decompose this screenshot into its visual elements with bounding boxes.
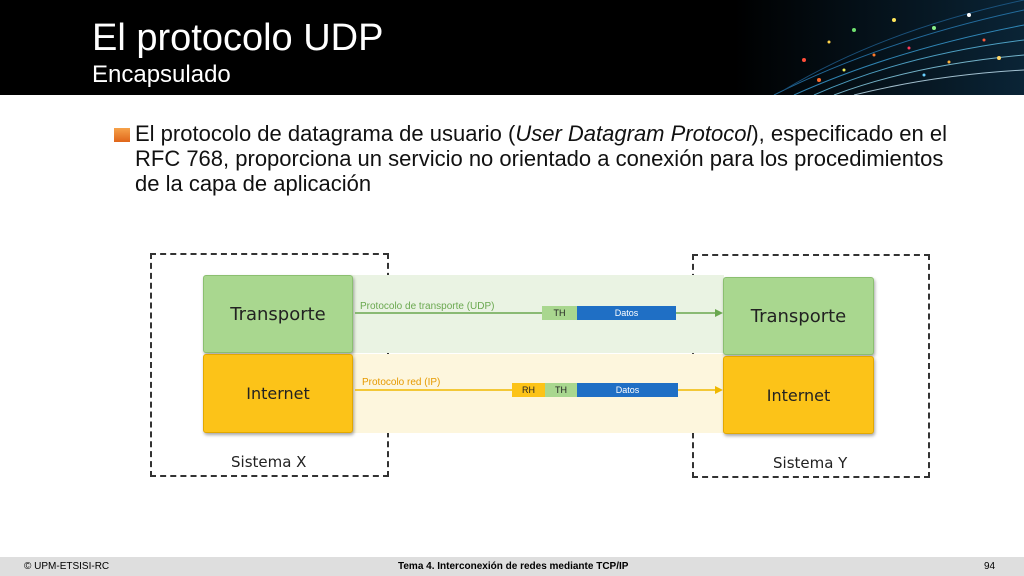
- slide-footer: © UPM-ETSISI-RC Tema 4. Interconexión de…: [0, 557, 1024, 576]
- bullet-square-icon: [114, 128, 130, 142]
- network-protocol-label: Protocolo red (IP): [362, 377, 441, 388]
- bullet-text-end: ), especificado en el RFC 768, proporcio…: [135, 121, 947, 196]
- system-y-label: Sistema Y: [773, 454, 848, 472]
- footer-page-number: 94: [984, 561, 996, 572]
- slide-subtitle: Encapsulado: [92, 61, 231, 88]
- system-y-internet-layer: Internet: [723, 356, 874, 434]
- system-x-internet-layer: Internet: [203, 354, 353, 433]
- system-x-label: Sistema X: [231, 453, 307, 471]
- footer-copyright: © UPM-ETSISI-RC: [24, 561, 110, 572]
- fiber-optic-image: [734, 0, 1024, 95]
- system-x-transport-layer: Transporte: [203, 275, 353, 353]
- transport-protocol-label: Protocolo de transporte (UDP): [360, 301, 495, 312]
- network-data-segment: Datos: [577, 383, 678, 397]
- transport-data-segment: Datos: [577, 306, 676, 320]
- bullet-paragraph: El protocolo de datagrama de usuario (Us…: [135, 121, 965, 196]
- system-y-transport-layer: Transporte: [723, 277, 874, 355]
- bullet-text-start: El protocolo de datagrama de usuario (: [135, 121, 516, 146]
- network-transport-header-segment: TH: [545, 383, 577, 397]
- network-header-segment: RH: [512, 383, 545, 397]
- footer-course-title: Tema 4. Interconexión de redes mediante …: [398, 561, 629, 572]
- bullet-text-italic: User Datagram Protocol: [515, 121, 752, 146]
- transport-header-segment: TH: [542, 306, 577, 320]
- slide-title: El protocolo UDP: [92, 17, 384, 59]
- slide-header: El protocolo UDP Encapsulado: [0, 0, 1024, 95]
